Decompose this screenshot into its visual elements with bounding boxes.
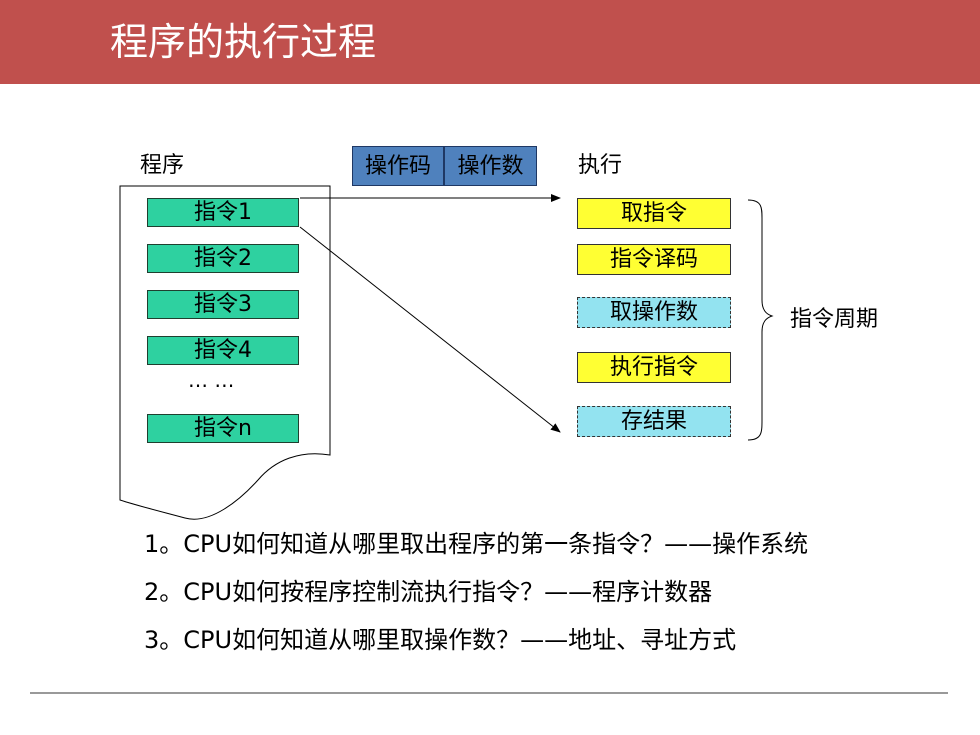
step-execute: 执行指令 <box>577 352 731 383</box>
step-fetch-instruction: 取指令 <box>577 198 731 229</box>
question-1: 1。CPU如何知道从哪里取出程序的第一条指令？——操作系统 <box>144 530 809 558</box>
instruction-n: 指令n <box>147 414 299 443</box>
instruction-cycle-brace <box>747 199 774 441</box>
question-2: 2。CPU如何按程序控制流执行指令？——程序计数器 <box>144 578 713 606</box>
step-fetch-operand: 取操作数 <box>577 297 731 328</box>
operand-box: 操作数 <box>444 146 537 186</box>
instruction-cycle-label: 指令周期 <box>790 307 879 332</box>
step-store-result: 存结果 <box>577 406 731 437</box>
opcode-box: 操作码 <box>352 146 444 186</box>
step-decode: 指令译码 <box>577 244 731 275</box>
execute-label: 执行 <box>578 153 623 178</box>
arrow-store <box>299 226 561 433</box>
instruction-1: 指令1 <box>147 198 299 227</box>
instruction-2: 指令2 <box>147 244 299 273</box>
title-bar: 程序的执行过程 <box>0 0 980 84</box>
instruction-3: 指令3 <box>147 290 299 319</box>
instruction-ellipsis: … … <box>188 368 235 392</box>
page-title: 程序的执行过程 <box>110 20 377 64</box>
question-3: 3。CPU如何知道从哪里取操作数？——地址、寻址方式 <box>144 626 737 654</box>
instruction-4: 指令4 <box>147 336 299 365</box>
program-label: 程序 <box>140 153 185 178</box>
